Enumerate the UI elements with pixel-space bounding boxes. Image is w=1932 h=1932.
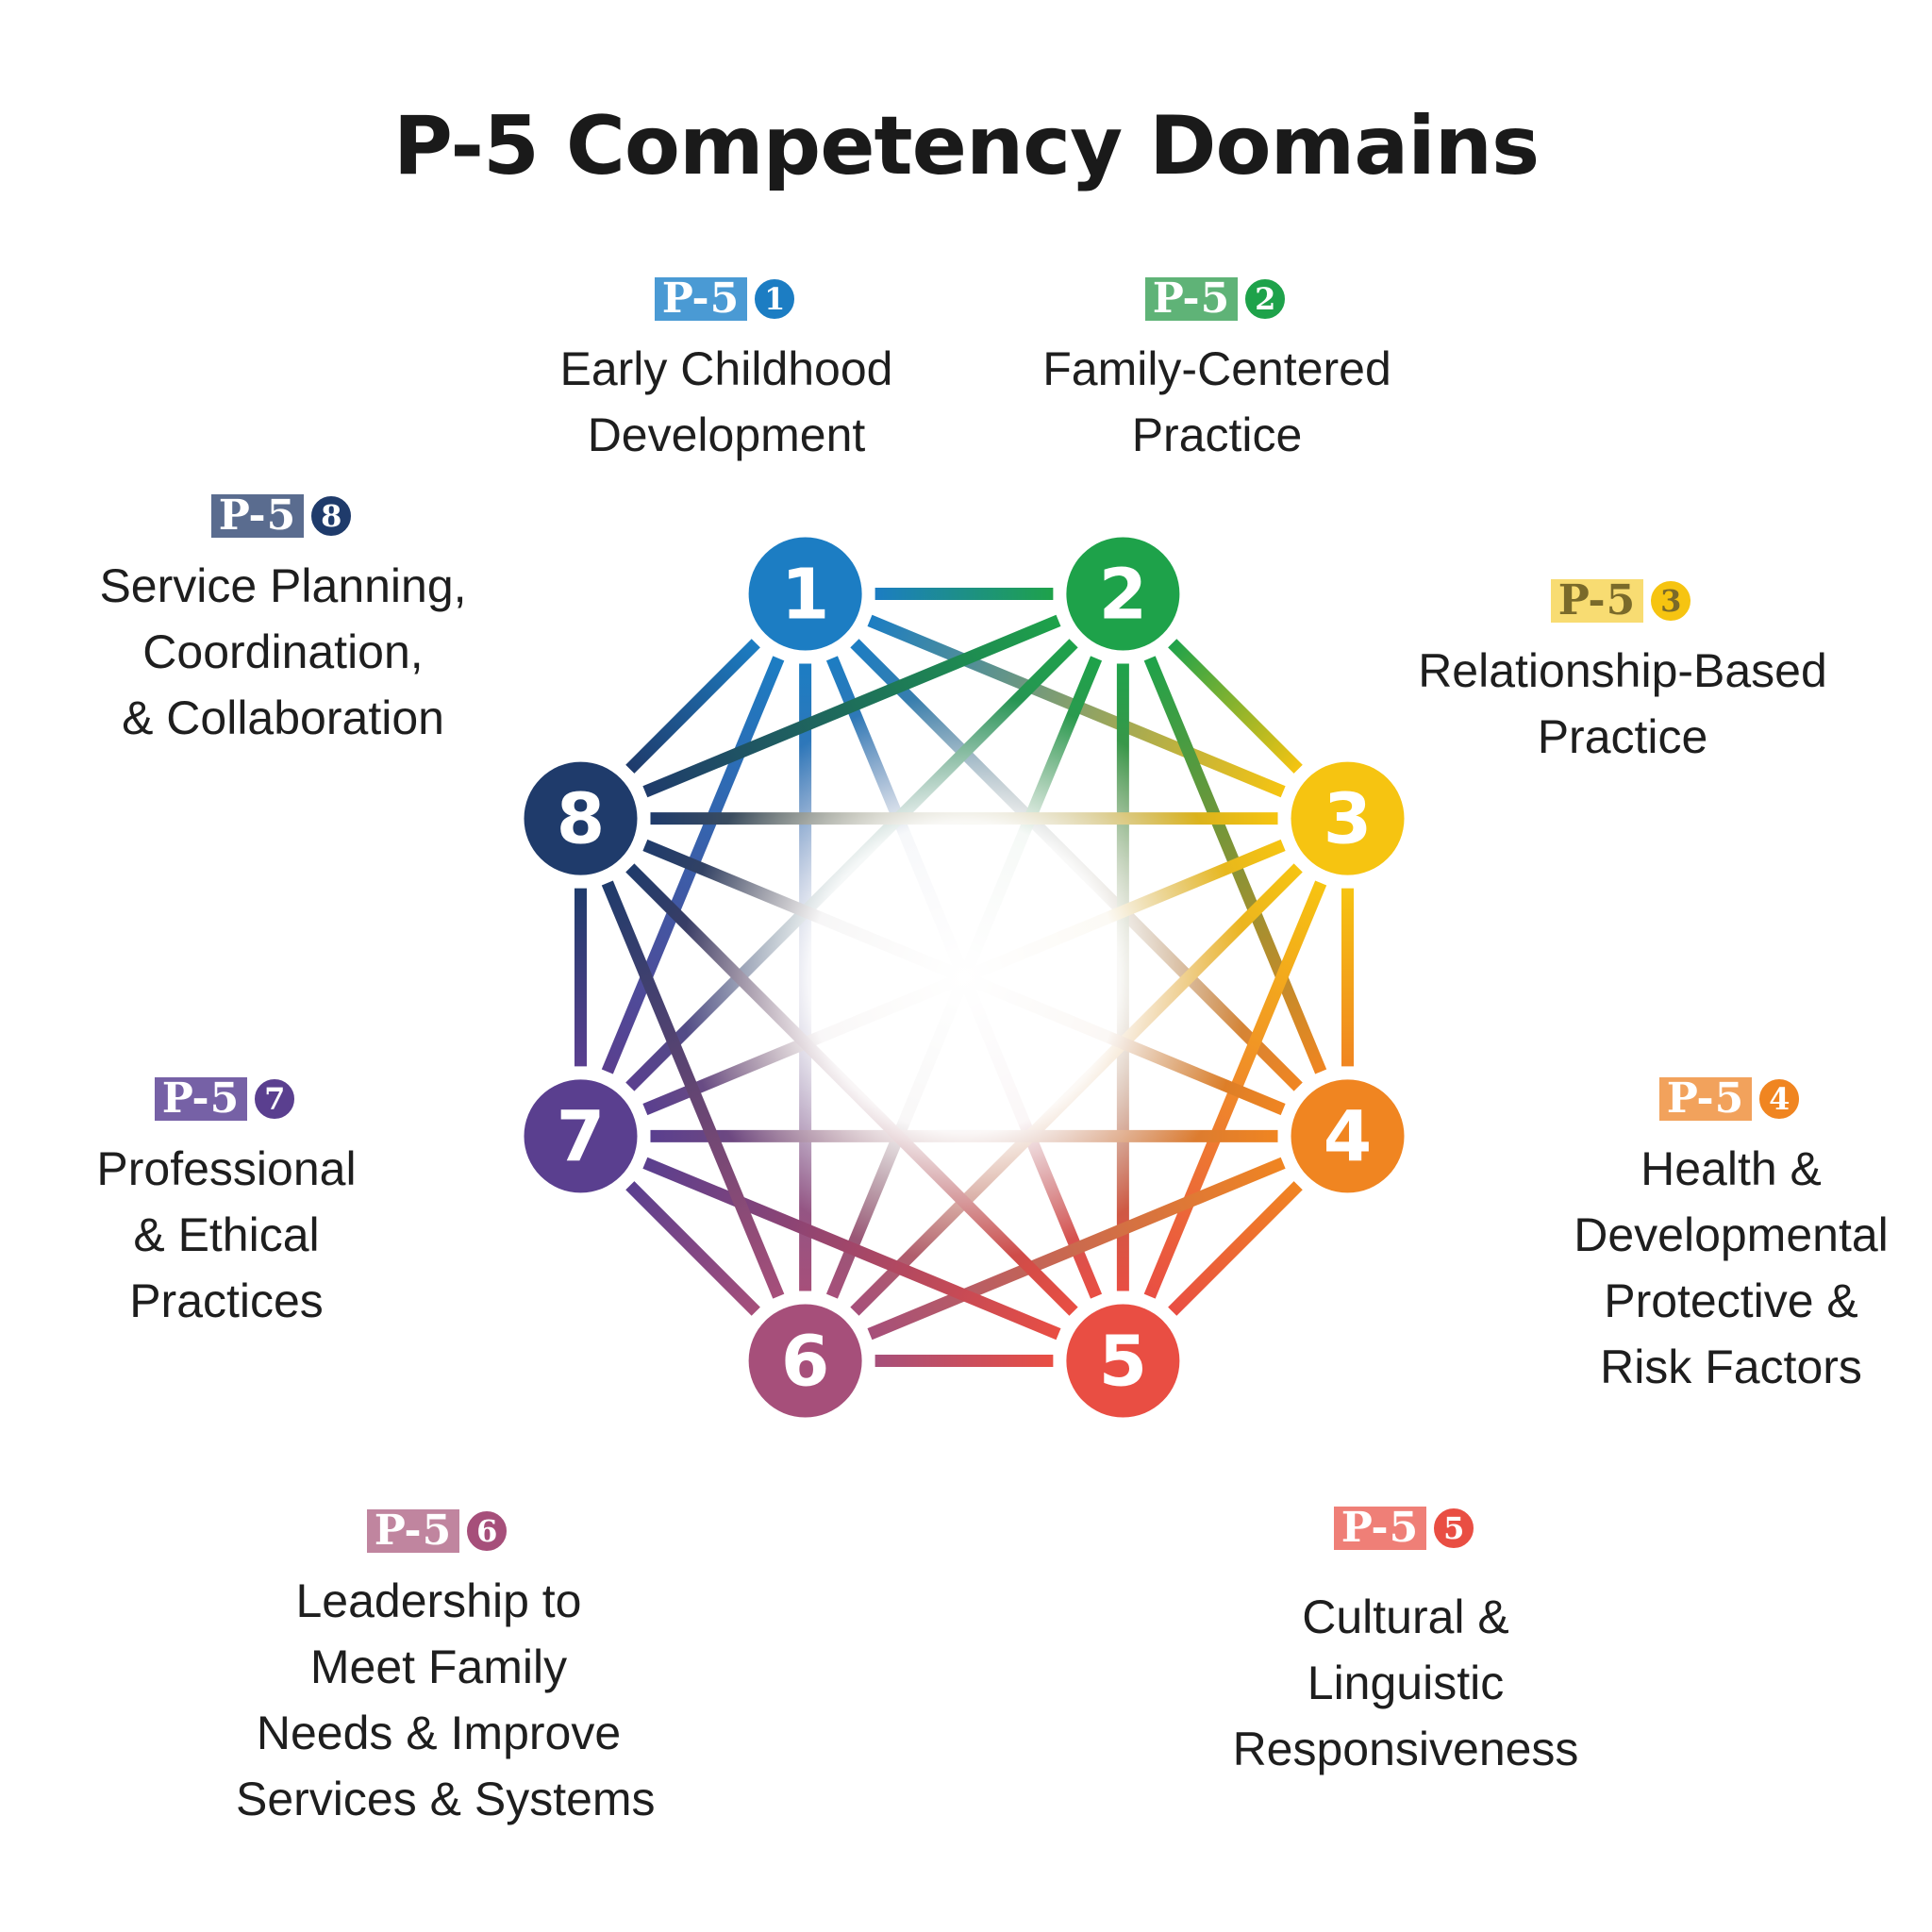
badge-prefix: P-5 [210,494,305,538]
node-circle [1066,1304,1180,1418]
badge-prefix: P-5 [1550,579,1644,623]
badge-prefix: P-5 [1658,1077,1753,1121]
node-number: 2 [1099,554,1148,635]
node-number: 6 [781,1322,830,1403]
node-circle [1066,537,1180,651]
domain-node-6: 6 [737,1292,874,1429]
badge-number-icon: 7 [251,1075,299,1123]
badge-prefix: P-5 [1333,1507,1427,1550]
domain-badge-7: P-5 7 [154,1075,299,1123]
badge-number-icon: 4 [1756,1075,1804,1123]
badge-number-icon: 3 [1647,577,1695,625]
badge-prefix: P-5 [154,1077,248,1121]
badge-prefix: P-5 [654,277,748,321]
page-title: P-5 Competency Domains [392,99,1540,193]
node-circle [1291,761,1405,875]
badge-number-icon: 8 [308,492,356,540]
domain-node-5: 5 [1055,1292,1191,1429]
domain-badge-5: P-5 5 [1333,1505,1478,1552]
domain-badge-6: P-5 6 [366,1507,511,1555]
domain-node-8: 8 [512,750,649,887]
node-circle [748,1304,862,1418]
domain-label-8: P-5 8 Service Planning,Coordination,& Co… [75,492,491,751]
domain-badge-2: P-5 2 [1144,275,1290,323]
node-number: 1 [781,554,830,635]
node-circle [524,761,638,875]
node-circle [1291,1079,1405,1193]
badge-number-icon: 2 [1241,275,1290,323]
node-number: 3 [1324,779,1373,860]
node-number: 5 [1099,1322,1148,1403]
badge-number-icon: 6 [463,1507,511,1555]
badge-prefix: P-5 [1144,277,1239,321]
domain-badge-1: P-5 1 [654,275,799,323]
center-glow [681,694,1247,1260]
node-circle [748,537,862,651]
badge-number-icon: 1 [751,275,799,323]
node-number: 7 [557,1096,606,1177]
domain-badge-8: P-5 8 [210,492,356,540]
badge-number-icon: 5 [1430,1505,1478,1552]
domain-name-8: Service Planning,Coordination,& Collabor… [99,559,467,744]
badge-prefix: P-5 [366,1509,460,1553]
domain-node-2: 2 [1055,525,1191,662]
domain-node-7: 7 [512,1068,649,1205]
node-circle [524,1079,638,1193]
domain-badge-3: P-5 3 [1550,577,1695,625]
domain-node-3: 3 [1279,750,1416,887]
domain-badge-4: P-5 4 [1658,1075,1804,1123]
domain-node-1: 1 [737,525,874,662]
node-number: 4 [1324,1096,1373,1177]
node-number: 8 [557,779,606,860]
domain-node-4: 4 [1279,1068,1416,1205]
